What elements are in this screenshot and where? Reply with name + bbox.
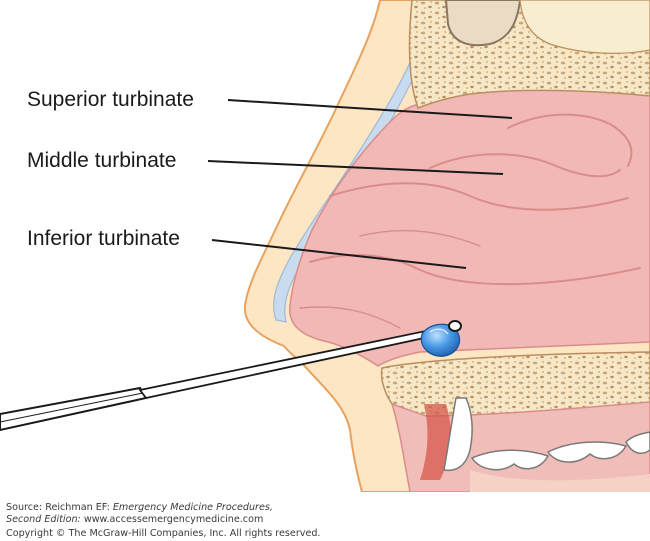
foreign-body-icon xyxy=(420,320,462,357)
label-middle-turbinate: Middle turbinate xyxy=(27,149,177,172)
source-credit-line: Source: Reichman EF: Emergency Medicine … xyxy=(6,503,273,513)
lower-lip-region xyxy=(470,470,650,492)
upper-skull-bone xyxy=(408,0,650,109)
edition-credit-line: Second Edition: www.accessemergencymedic… xyxy=(6,515,263,525)
leader-line-superior xyxy=(227,99,513,119)
leader-line-middle xyxy=(207,160,504,175)
nasal-probe-icon xyxy=(0,324,454,432)
upper-teeth xyxy=(443,397,650,472)
label-leader-lines xyxy=(207,99,513,269)
label-superior-turbinate: Superior turbinate xyxy=(27,88,194,111)
copyright-line: Copyright © The McGraw-Hill Companies, I… xyxy=(6,528,321,539)
nasal-anatomy-illustration xyxy=(0,0,650,492)
website-text: www.accessemergencymedicine.com xyxy=(80,514,264,525)
source-prefix: Source: Reichman EF: xyxy=(6,502,113,513)
edition-label: Second Edition: xyxy=(6,514,81,525)
book-title: Emergency Medicine Procedures, xyxy=(112,502,273,513)
label-inferior-turbinate: Inferior turbinate xyxy=(27,227,180,250)
leader-line-inferior xyxy=(211,239,467,269)
